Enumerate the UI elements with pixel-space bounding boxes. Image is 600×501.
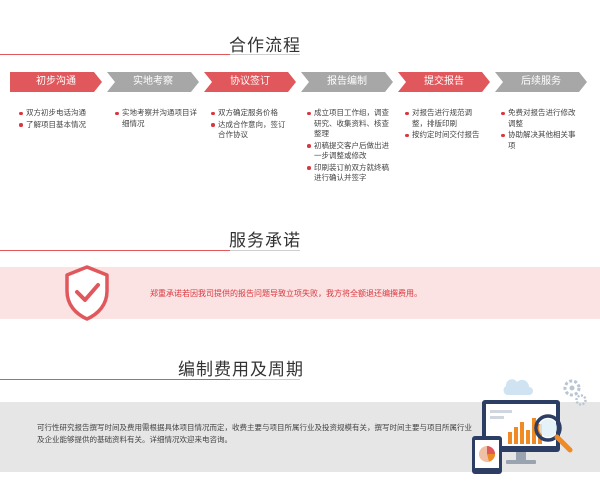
- step-arrow-shape: [301, 72, 393, 92]
- step-detail-item: 了解项目基本情况: [18, 120, 100, 131]
- step-arrow-shape: [204, 72, 296, 92]
- step-label: 初步沟通: [36, 76, 76, 87]
- process-step-4: 报告编制: [301, 72, 393, 92]
- process-section-title: 合作流程: [229, 36, 301, 56]
- step-detail-item: 按约定时间交付报告: [404, 130, 486, 141]
- process-step-5: 提交报告: [398, 72, 490, 92]
- step-detail-item: 双方确定服务价格: [210, 108, 292, 119]
- step-arrow-shape: [10, 72, 102, 92]
- process-title-rule: [0, 54, 300, 55]
- step-arrow-shape: [398, 72, 490, 92]
- step-detail-item: 成立项目工作组，调查研究、收集资料、核查整理: [306, 108, 390, 140]
- fee-section-title: 编制费用及周期: [178, 360, 304, 380]
- step-label: 后续服务: [521, 76, 561, 87]
- process-step-1: 初步沟通: [10, 72, 102, 92]
- process-step-details-3: 双方确定服务价格达成合作意向，签订合作协议: [210, 108, 292, 142]
- step-detail-item: 初稿提交客户后做出进一步调整或修改: [306, 141, 390, 162]
- step-label: 报告编制: [327, 76, 367, 87]
- step-label: 提交报告: [424, 76, 464, 87]
- step-detail-item: 双方初步电话沟通: [18, 108, 100, 119]
- process-step-details-1: 双方初步电话沟通了解项目基本情况: [18, 108, 100, 131]
- analytics-illustration-icon: [472, 379, 587, 474]
- step-label: 实地考察: [133, 76, 173, 87]
- shield-check-icon: [65, 265, 109, 321]
- step-detail-item: 协助解决其他相关事项: [500, 130, 582, 151]
- step-detail-item: 印刷装订前双方就终稿进行确认并签字: [306, 163, 390, 184]
- step-detail-item: 实地考察并沟通项目详细情况: [114, 108, 198, 129]
- step-detail-item: 达成合作意向，签订合作协议: [210, 120, 292, 141]
- process-step-details-5: 对报告进行规范调整，排版印刷按约定时间交付报告: [404, 108, 486, 142]
- step-arrow-shape: [107, 72, 199, 92]
- promise-text: 郑重承诺若因我司提供的报告问题导致立项失败，我方将全额退还编撰费用。: [150, 289, 422, 298]
- fee-title-rule: [0, 379, 300, 380]
- fee-text: 可行性研究报告撰写时间及费用需根据具体项目情况而定，收费主要与项目所属行业及投资…: [37, 423, 472, 444]
- process-step-6: 后续服务: [495, 72, 587, 92]
- step-arrow-shape: [495, 72, 587, 92]
- step-detail-item: 免费对报告进行修改调整: [500, 108, 582, 129]
- step-label: 协议签订: [230, 76, 270, 87]
- service-section-title: 服务承诺: [229, 231, 301, 251]
- process-step-2: 实地考察: [107, 72, 199, 92]
- service-title-rule: [0, 250, 300, 251]
- step-detail-item: 对报告进行规范调整，排版印刷: [404, 108, 486, 129]
- process-step-3: 协议签订: [204, 72, 296, 92]
- process-step-details-2: 实地考察并沟通项目详细情况: [114, 108, 198, 130]
- process-step-details-6: 免费对报告进行修改调整协助解决其他相关事项: [500, 108, 582, 152]
- process-step-details-4: 成立项目工作组，调查研究、收集资料、核查整理初稿提交客户后做出进一步调整或修改印…: [306, 108, 390, 185]
